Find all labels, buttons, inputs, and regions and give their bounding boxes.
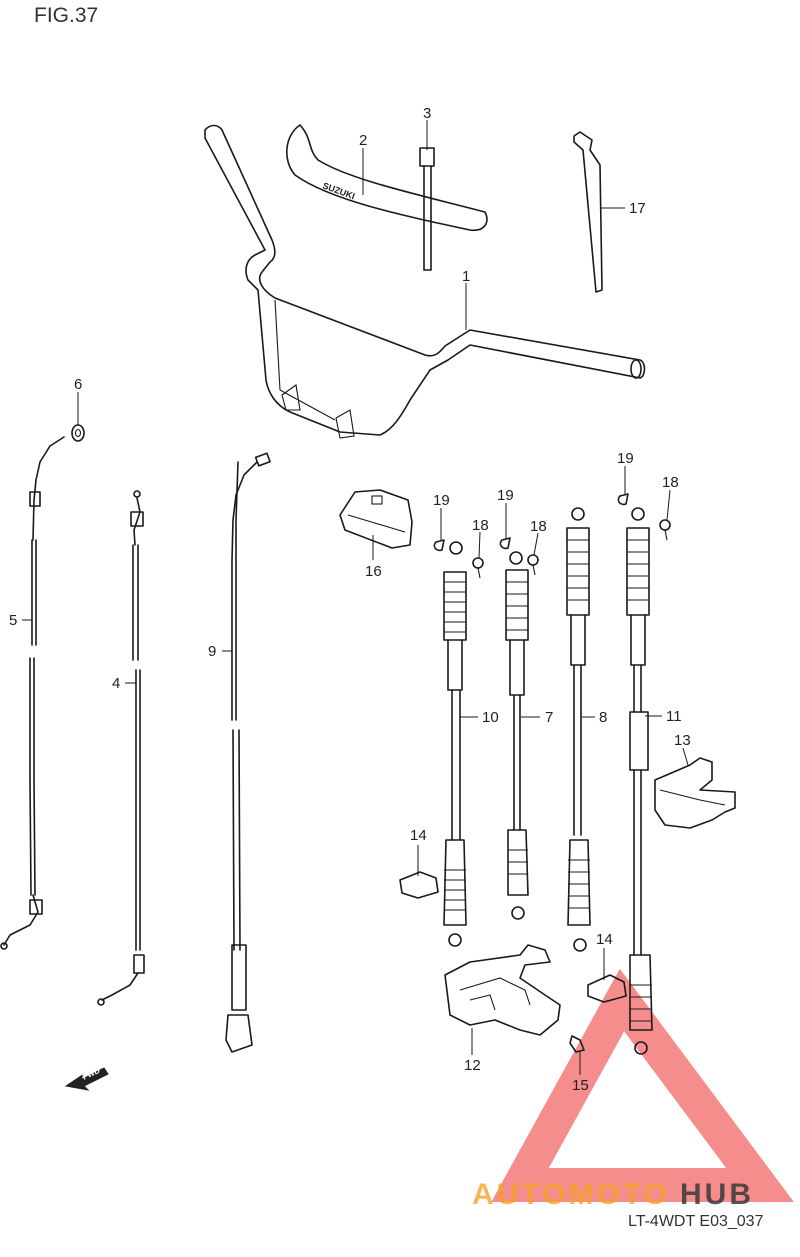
callout-18a: 18 xyxy=(472,517,489,534)
watermark-text-b: HUB xyxy=(680,1178,754,1211)
pad-brand-text: SUZUKI xyxy=(321,180,356,201)
callout-14b: 14 xyxy=(596,931,613,948)
figure-title: FIG.37 xyxy=(34,4,99,27)
washer-part-19b xyxy=(499,537,511,550)
nut-part-6 xyxy=(71,424,85,442)
clip-part-14a xyxy=(399,871,439,899)
callout-15: 15 xyxy=(572,1077,589,1094)
callout-2: 2 xyxy=(359,132,367,149)
cable-part-11 xyxy=(626,507,653,1055)
callout-4: 4 xyxy=(112,675,120,692)
callout-1: 1 xyxy=(462,268,470,285)
bracket-part-16 xyxy=(339,489,413,549)
callout-12: 12 xyxy=(464,1057,481,1074)
callout-10: 10 xyxy=(482,709,499,726)
bolt-part-15 xyxy=(569,1035,585,1053)
washer-part-19a xyxy=(433,539,445,552)
callout-17: 17 xyxy=(629,200,646,217)
leader-lines xyxy=(22,120,689,1075)
callout-11: 11 xyxy=(666,708,682,725)
clamp-strap-part-17 xyxy=(573,131,603,293)
cable-part-8 xyxy=(566,507,591,952)
bolt-part-18c xyxy=(659,519,671,541)
watermark-text-a: AUTOMOTO xyxy=(472,1178,670,1211)
cable-part-10 xyxy=(443,541,467,947)
callout-14a: 14 xyxy=(410,827,427,844)
bracket-part-12 xyxy=(444,944,561,1036)
callout-3: 3 xyxy=(423,105,431,122)
drawing-code: LT-4WDT E03_037 xyxy=(628,1213,764,1230)
callout-18c: 18 xyxy=(662,474,679,491)
callout-8: 8 xyxy=(599,709,607,726)
callout-19c: 19 xyxy=(617,450,634,467)
forward-arrow-icon: FWD xyxy=(64,1066,109,1091)
handlebar-pad-part-2: SUZUKI xyxy=(286,124,488,232)
callout-9: 9 xyxy=(208,643,216,660)
bracket-part-13 xyxy=(654,757,736,829)
callout-18b: 18 xyxy=(530,518,547,535)
handlebar-part-1 xyxy=(204,124,646,439)
cable-tie-part-3 xyxy=(419,147,435,271)
cable-part-4 xyxy=(97,490,145,1006)
callout-13: 13 xyxy=(674,732,691,749)
callout-19b: 19 xyxy=(497,487,514,504)
bolt-part-18a xyxy=(472,557,484,579)
callout-5: 5 xyxy=(9,612,17,629)
watermark-logo xyxy=(491,968,794,1202)
cable-part-7 xyxy=(505,551,529,920)
callout-19a: 19 xyxy=(433,492,450,509)
bolt-part-18b xyxy=(527,554,539,576)
callout-6: 6 xyxy=(74,376,82,393)
watermark-text: AUTOMOTO HUB xyxy=(472,1178,754,1211)
callout-numbers: 1 2 3 4 5 6 7 8 9 10 11 12 13 14 14 15 1… xyxy=(9,105,691,1094)
cable-part-5 xyxy=(0,436,65,950)
clip-part-14b xyxy=(587,974,627,1003)
callout-7: 7 xyxy=(545,709,553,726)
cable-part-9 xyxy=(225,452,271,1053)
callout-16: 16 xyxy=(365,563,382,580)
washer-part-19c xyxy=(617,493,629,506)
